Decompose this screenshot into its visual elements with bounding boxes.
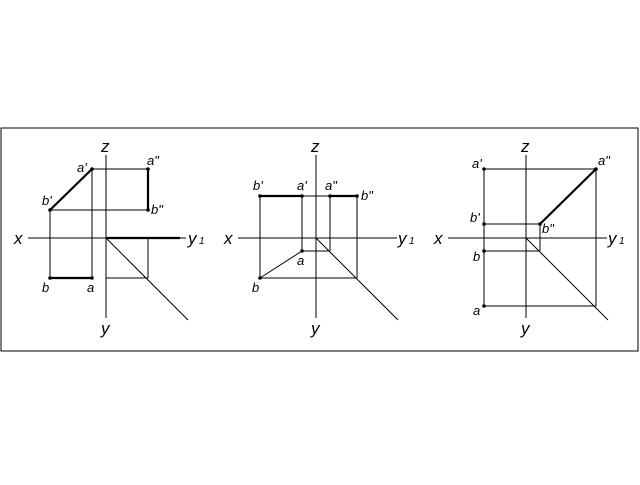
diagonal-45-line bbox=[315, 237, 399, 321]
point-a-double-prime bbox=[328, 194, 332, 198]
y-axis-label: y bbox=[310, 319, 321, 338]
label-a-double-prime: a" bbox=[325, 178, 338, 193]
label-b: b bbox=[252, 280, 259, 295]
diagonal-45-line bbox=[105, 237, 189, 321]
point-a-prime bbox=[482, 167, 486, 171]
point-b bbox=[482, 249, 486, 253]
segment-horizontal-projection bbox=[259, 250, 303, 279]
label-a: a bbox=[297, 253, 304, 268]
label-b-prime: b' bbox=[42, 193, 52, 208]
diagram-frame bbox=[0, 127, 639, 352]
point-b-prime bbox=[482, 222, 486, 226]
y1-axis-subscript: 1 bbox=[619, 236, 625, 247]
point-b bbox=[48, 276, 52, 280]
segment-profile-projection bbox=[539, 168, 597, 225]
point-a-prime bbox=[300, 194, 304, 198]
point-b-double-prime bbox=[538, 222, 542, 226]
point-a-double-prime bbox=[146, 167, 150, 171]
label-a-double-prime: a" bbox=[147, 153, 160, 168]
label-b-prime: b' bbox=[470, 210, 480, 225]
y1-axis-label: y bbox=[187, 229, 198, 248]
label-a: a bbox=[473, 303, 480, 318]
panel-2: x z y y 1 b' a' a" b" a b bbox=[223, 137, 415, 338]
label-b-double-prime: b" bbox=[151, 202, 164, 217]
point-b-double-prime bbox=[355, 194, 359, 198]
label-a-double-prime: a" bbox=[598, 153, 611, 168]
point-b-double-prime bbox=[146, 208, 150, 212]
point-a-double-prime bbox=[594, 167, 598, 171]
panel-3: x z y y 1 a' a" b' b" b a bbox=[433, 137, 625, 338]
point-b-prime bbox=[258, 194, 262, 198]
y1-axis-label: y bbox=[397, 229, 408, 248]
point-b bbox=[258, 276, 262, 280]
y-axis-label: y bbox=[100, 319, 111, 338]
z-axis-label: z bbox=[310, 137, 320, 156]
y1-axis-subscript: 1 bbox=[409, 236, 415, 247]
label-a-prime: a' bbox=[472, 156, 482, 171]
point-a bbox=[300, 249, 304, 253]
y1-axis-subscript: 1 bbox=[199, 236, 205, 247]
label-b: b bbox=[473, 249, 480, 264]
label-a-prime: a' bbox=[297, 178, 307, 193]
x-axis-label: x bbox=[13, 229, 23, 248]
point-a bbox=[482, 304, 486, 308]
point-b-prime bbox=[48, 208, 52, 212]
z-axis-label: z bbox=[520, 137, 530, 156]
y1-axis-label: y bbox=[607, 229, 618, 248]
point-a bbox=[90, 276, 94, 280]
segment-frontal-projection bbox=[49, 168, 93, 211]
x-axis-label: x bbox=[223, 229, 233, 248]
label-b: b bbox=[42, 280, 49, 295]
label-a-prime: a' bbox=[77, 160, 87, 175]
label-a: a bbox=[87, 280, 94, 295]
label-b-double-prime: b" bbox=[542, 221, 555, 236]
point-a-prime bbox=[90, 167, 94, 171]
panel-1: x z y y 1 a' b' a" b" a b bbox=[13, 137, 205, 338]
x-axis-label: x bbox=[433, 229, 443, 248]
y-axis-label: y bbox=[520, 319, 531, 338]
label-b-double-prime: b" bbox=[361, 188, 374, 203]
z-axis-label: z bbox=[100, 137, 110, 156]
label-b-prime: b' bbox=[253, 178, 263, 193]
